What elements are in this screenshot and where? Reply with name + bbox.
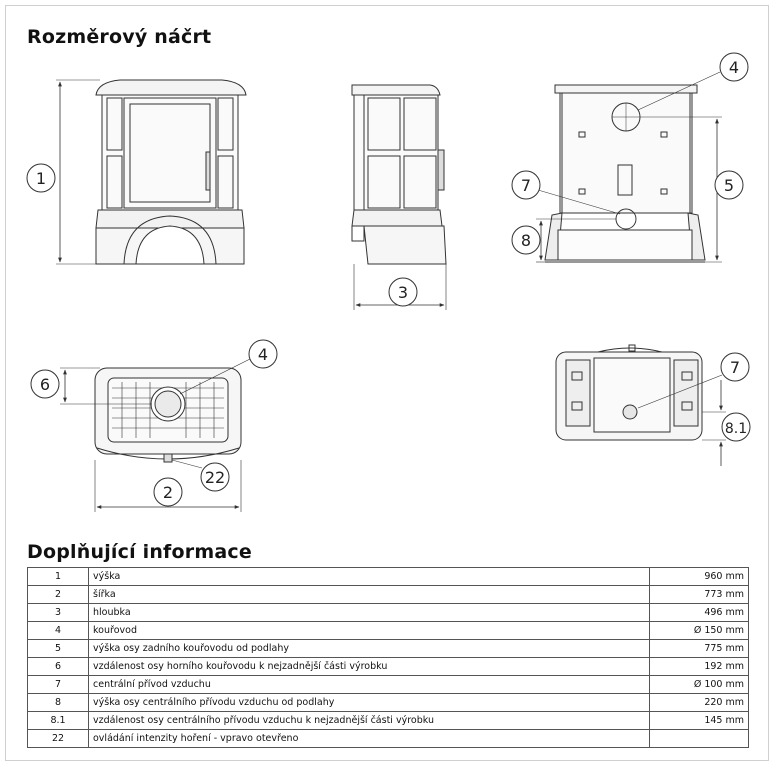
row-value: Ø 100 mm	[649, 675, 749, 694]
row-id: 22	[27, 729, 89, 748]
row-label: vzdálenost osy centrálního přívodu vzduc…	[88, 711, 650, 730]
row-value: 496 mm	[649, 603, 749, 622]
row-id: 4	[27, 621, 89, 640]
callout-8-1: 8.1	[725, 421, 747, 437]
section-title-info: Doplňující informace	[27, 541, 252, 563]
row-label: hloubka	[88, 603, 650, 622]
callout-7-back: 7	[521, 176, 531, 195]
callout-1: 1	[36, 169, 46, 188]
row-id: 8.1	[27, 711, 89, 730]
row-id: 6	[27, 657, 89, 676]
callout-22: 22	[205, 468, 225, 487]
front-view	[95, 79, 247, 265]
callout-7-bottom: 7	[730, 358, 740, 377]
row-value: 775 mm	[649, 639, 749, 658]
row-value: 145 mm	[649, 711, 749, 730]
row-label: vzdálenost osy horního kouřovodu k nejza…	[88, 657, 650, 676]
row-id: 8	[27, 693, 89, 712]
back-view	[544, 84, 706, 263]
callout-4-back: 4	[729, 58, 739, 77]
bottom-view	[555, 344, 703, 441]
row-value: Ø 150 mm	[649, 621, 749, 640]
row-value: 960 mm	[649, 567, 749, 586]
dimension-drawing: 1 3 4 5 7 8 6 4 2 22 7 8.1	[26, 52, 751, 512]
row-label: kouřovod	[88, 621, 650, 640]
callout-3: 3	[398, 283, 408, 302]
row-value: 192 mm	[649, 657, 749, 676]
row-value	[649, 729, 749, 748]
row-value: 773 mm	[649, 585, 749, 604]
row-label: výška	[88, 567, 650, 586]
callout-5: 5	[724, 176, 734, 195]
side-view	[351, 84, 447, 265]
callout-2: 2	[163, 483, 173, 502]
callout-8: 8	[521, 231, 531, 250]
row-id: 7	[27, 675, 89, 694]
row-id: 1	[27, 567, 89, 586]
row-label: ovládání intenzity hoření - vpravo otevř…	[88, 729, 650, 748]
row-value: 220 mm	[649, 693, 749, 712]
row-label: šířka	[88, 585, 650, 604]
callout-6: 6	[40, 375, 50, 394]
row-id: 3	[27, 603, 89, 622]
page-frame	[5, 5, 769, 761]
row-id: 2	[27, 585, 89, 604]
row-id: 5	[27, 639, 89, 658]
section-title-sketch: Rozměrový náčrt	[27, 26, 212, 48]
callout-4-top: 4	[258, 345, 268, 364]
top-view	[94, 367, 242, 463]
row-label: výška osy centrálního přívodu vzduchu od…	[88, 693, 650, 712]
row-label: centrální přívod vzduchu	[88, 675, 650, 694]
row-label: výška osy zadního kouřovodu od podlahy	[88, 639, 650, 658]
